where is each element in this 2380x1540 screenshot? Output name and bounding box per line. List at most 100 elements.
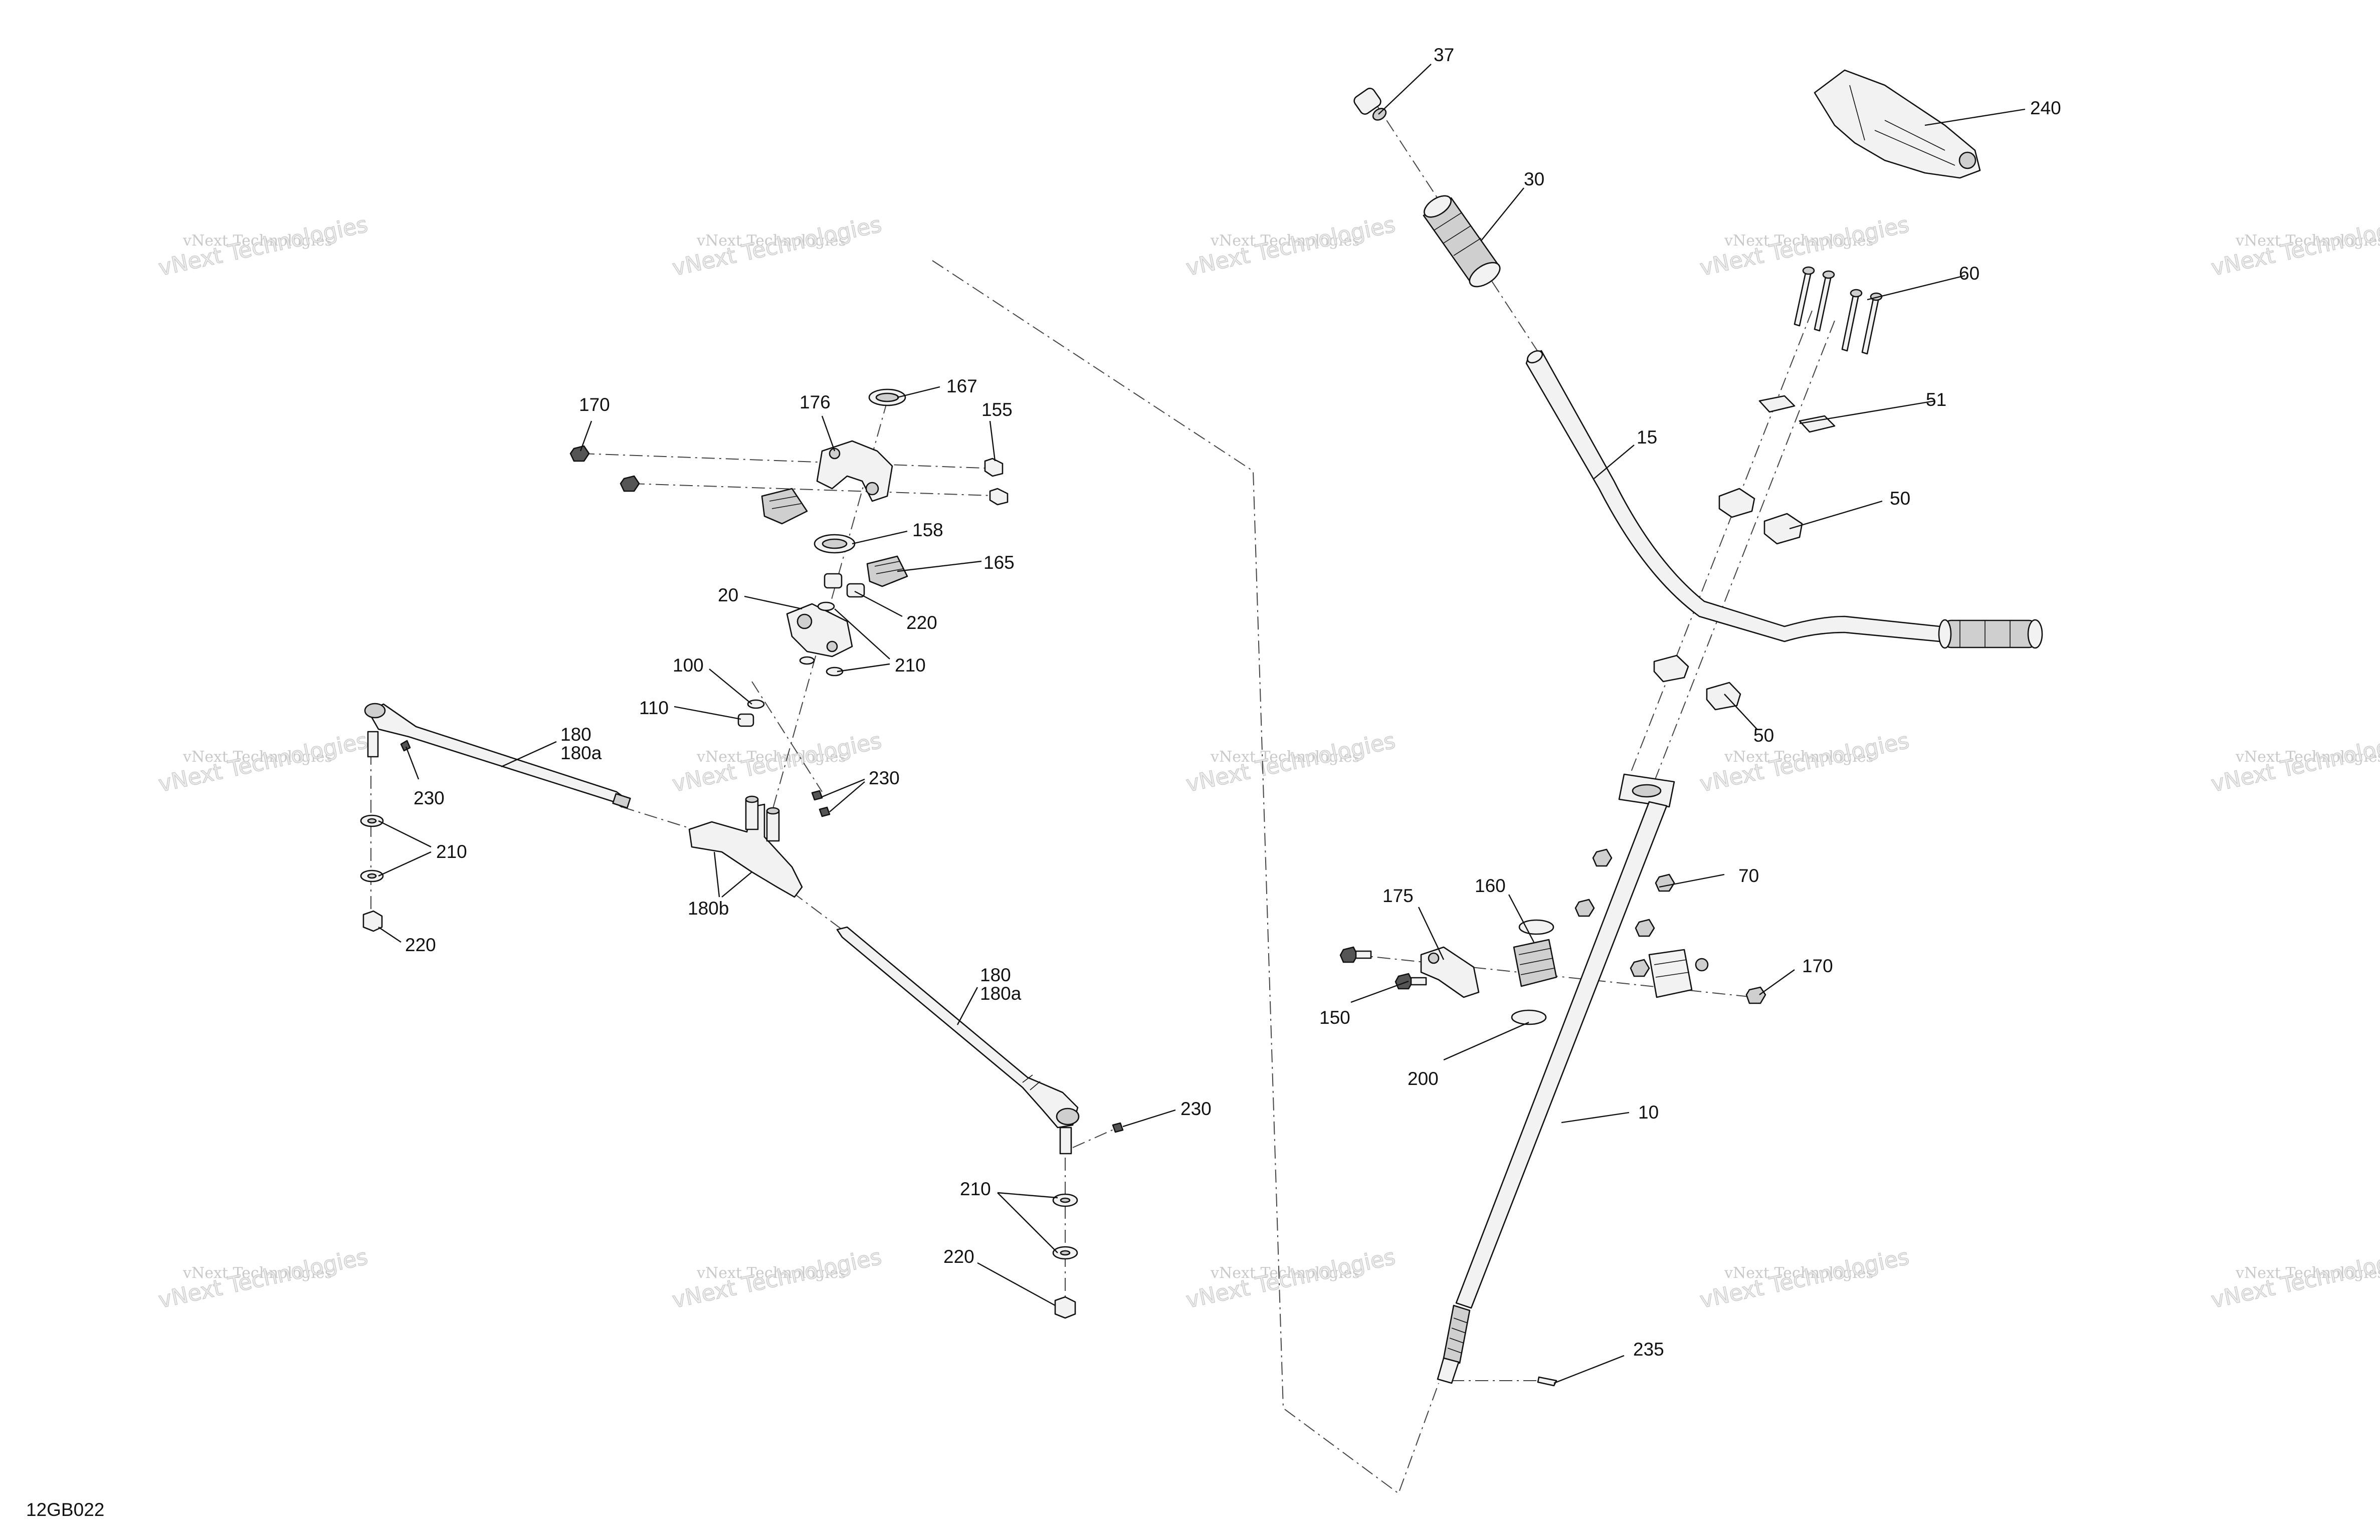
callout-label: 155 [981, 399, 1013, 420]
callout-label: 176 [800, 392, 831, 412]
callout-label: 175 [1382, 886, 1414, 906]
upper-left-tie-rod[interactable] [364, 703, 631, 809]
bracket-screws[interactable] [984, 458, 1009, 506]
handlebar[interactable] [1525, 348, 2043, 649]
callout-label: 50 [1753, 725, 1774, 746]
pitman-arm[interactable] [786, 603, 853, 657]
callout-label: 220 [943, 1246, 974, 1267]
callout-label: 220 [405, 935, 436, 955]
assembly-axis-line [621, 806, 702, 832]
watermark-text: vNext Technologies [2209, 1244, 2380, 1313]
watermark-text: vNext Technologies [1724, 232, 1874, 250]
callout-label: 200 [1408, 1068, 1439, 1089]
callout-label: 230 [869, 768, 900, 788]
bearing-ring[interactable] [814, 534, 856, 554]
right-lock-nut[interactable] [1745, 986, 1766, 1004]
assembly-axis-line [1654, 320, 1835, 782]
assembly-boundary-line [932, 260, 1439, 1494]
small-nut[interactable] [737, 713, 754, 727]
column-nuts[interactable] [1574, 848, 1675, 977]
cotter-pin[interactable] [1537, 1376, 1557, 1387]
callout-label: 180a [560, 743, 602, 763]
left-lock-nut[interactable] [569, 445, 640, 492]
callout-label: 210 [960, 1179, 991, 1199]
column-bracket[interactable] [1420, 946, 1480, 998]
watermark-text: vNext Technologies [1210, 232, 1360, 250]
handlebar-cover[interactable] [1814, 69, 1981, 179]
watermark-text: vNext Technologies [1210, 1264, 1360, 1282]
assembly-axis-line [631, 483, 1008, 497]
callout-labels: 37 240 30 60 51 15 50 50 70 160 175 170 … [405, 45, 2061, 1360]
callout-label: 160 [1475, 875, 1506, 896]
bracket-bolts[interactable] [1339, 946, 1427, 990]
watermark-text: vNext Technologies [2235, 232, 2380, 250]
watermark-text: vNext Technologies [2209, 728, 2380, 797]
watermark-text: vNext Technologies [2235, 748, 2380, 766]
leader-lines [378, 64, 2026, 1384]
handlebar-grip[interactable] [1421, 191, 1504, 291]
center-connector[interactable] [688, 795, 803, 898]
assembly-axis-line [751, 681, 823, 792]
clamp-plates[interactable] [1758, 395, 1836, 433]
callout-label: 15 [1637, 427, 1657, 448]
clamp-bolts[interactable] [1794, 266, 1883, 355]
steering-column[interactable] [1437, 773, 1675, 1384]
callout-label: 180 [980, 965, 1011, 985]
left-nut[interactable] [362, 910, 383, 932]
callout-label: 240 [2030, 98, 2061, 118]
callout-label: 10 [1638, 1102, 1659, 1123]
callout-label: 230 [1180, 1098, 1212, 1119]
column-rings[interactable] [1511, 919, 1554, 1025]
watermark-text: vNext Technologies [696, 1264, 846, 1282]
callout-label: 60 [1959, 263, 1979, 284]
left-bearing-block[interactable] [761, 488, 808, 525]
steering-support-bracket[interactable] [816, 440, 893, 502]
lower-handlebar-clamps[interactable] [1653, 654, 1741, 711]
callout-label: 180a [980, 983, 1022, 1004]
watermark-text: vNext Technologies [696, 748, 846, 766]
watermark-text: vNext Technologies [696, 232, 846, 250]
assembly-axis-line [581, 453, 998, 469]
bearing-block[interactable] [1513, 939, 1557, 987]
lower-right-tie-rod[interactable] [836, 926, 1080, 1155]
callout-label: 180b [688, 898, 729, 919]
center-washers[interactable] [799, 601, 844, 677]
watermark-text: vNext Technologies [1724, 1264, 1874, 1282]
callout-label: 150 [1319, 1007, 1350, 1028]
watermark-text: vNext Technologies [182, 748, 332, 766]
callout-label: 70 [1738, 865, 1759, 886]
right-nut[interactable] [1054, 1296, 1076, 1319]
callout-label: 180 [560, 724, 591, 745]
callout-label: 220 [906, 612, 937, 633]
pitman-block[interactable] [866, 555, 908, 587]
callout-label: 50 [1890, 488, 1910, 509]
callout-label: 210 [436, 841, 467, 862]
tie-rod-pins[interactable] [400, 740, 1124, 1133]
callout-label: 110 [639, 698, 669, 718]
watermark-text: vNext Technologies [2209, 211, 2380, 281]
watermark-text: vNext Technologies [182, 1264, 332, 1282]
callout-label: 165 [983, 552, 1015, 573]
small-washer[interactable] [747, 699, 765, 709]
right-washers[interactable] [1052, 1193, 1078, 1260]
upper-seal[interactable] [868, 388, 906, 406]
callout-label: 51 [1926, 389, 1946, 410]
grip-end-plug[interactable] [1352, 86, 1389, 122]
callout-label: 30 [1524, 169, 1544, 189]
assembly-axis-line [791, 892, 853, 938]
upper-handlebar-clamps[interactable] [1718, 488, 1803, 545]
callout-label: 158 [912, 520, 943, 540]
assembly-lines [370, 100, 1835, 1494]
callout-label: 170 [579, 394, 610, 415]
drawing-code: 12GB022 [26, 1499, 104, 1520]
callout-label: 20 [718, 585, 738, 605]
callout-label: 230 [414, 788, 445, 808]
callout-label: 37 [1434, 45, 1454, 65]
watermark-text: vNext Technologies [1210, 748, 1360, 766]
assembly-axis-line [1629, 310, 1813, 777]
left-washers[interactable] [360, 814, 384, 883]
callout-label: 170 [1802, 956, 1833, 976]
watermark-text: vNext Technologies [1724, 748, 1874, 766]
bearing-housing[interactable] [1648, 949, 1709, 998]
